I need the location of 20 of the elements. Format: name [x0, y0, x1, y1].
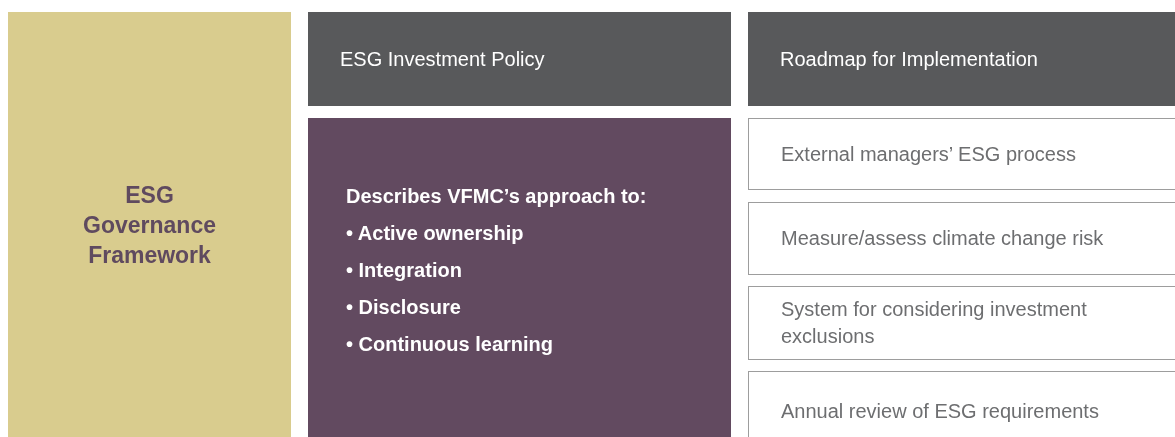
header-title: ESG Investment Policy	[340, 47, 546, 71]
item-text: External managers’ ESG process	[781, 141, 1077, 167]
roadmap-item-box	[748, 202, 1175, 275]
header-bar	[308, 12, 731, 106]
list-item: • Integration	[346, 259, 463, 282]
item-text: Measure/assess climate change risk	[781, 226, 1105, 251]
header-bar	[748, 12, 1175, 106]
header-title: Roadmap for Implementation	[780, 47, 1039, 71]
panel-title: ESG Governance Framework	[82, 180, 217, 270]
intro-text: Describes VFMC’s approach to:	[346, 185, 648, 208]
list-item: • Continuous learning	[346, 333, 554, 356]
framework-panel	[8, 12, 291, 437]
list-item: • Disclosure	[346, 296, 462, 319]
item-text: System for considering investment exclusions	[781, 297, 1088, 349]
roadmap-item-box	[748, 118, 1175, 190]
roadmap-item-box	[748, 286, 1175, 360]
roadmap-item-box	[748, 371, 1175, 437]
item-text: Annual review of ESG requirements	[781, 398, 1100, 424]
list-item: • Active ownership	[346, 222, 525, 245]
policy-panel	[308, 118, 731, 437]
